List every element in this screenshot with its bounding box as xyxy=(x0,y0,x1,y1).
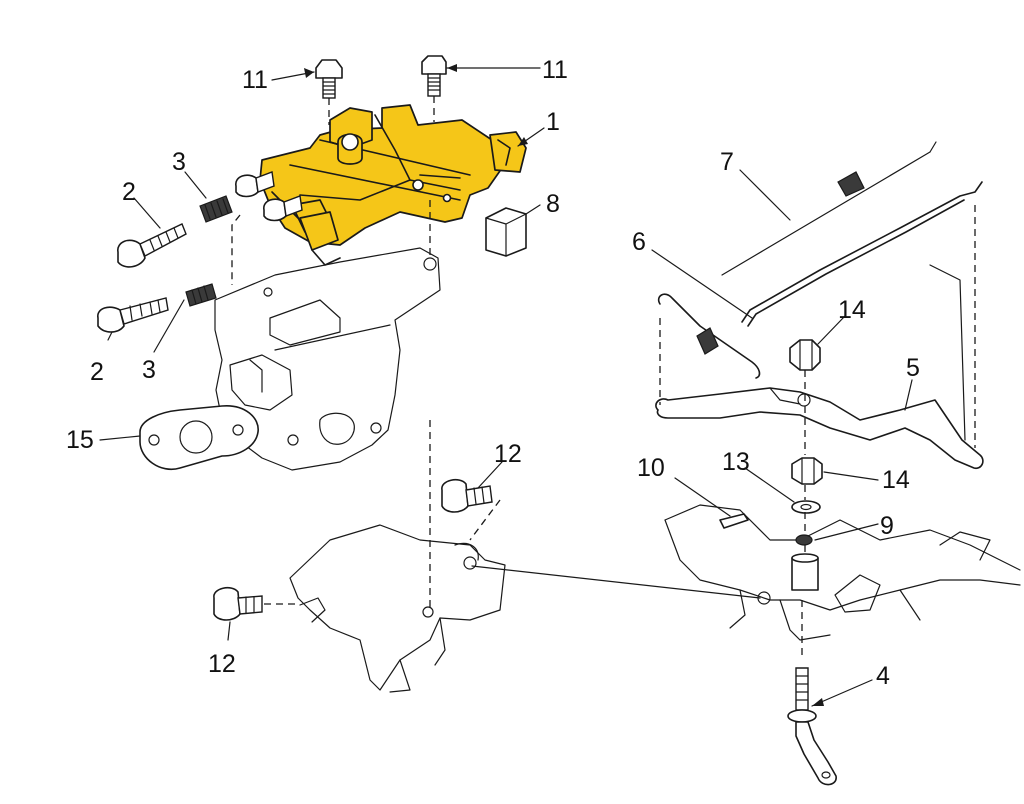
bolt-11-right xyxy=(421,55,447,97)
bolt-11-left xyxy=(315,59,343,99)
callout-12-lower: 12 xyxy=(208,650,236,678)
callout-5: 5 xyxy=(906,354,920,382)
block-8 xyxy=(485,207,527,257)
callout-6: 6 xyxy=(632,228,646,256)
callout-3-upper: 3 xyxy=(172,148,186,176)
nut-14-upper xyxy=(789,339,821,371)
bolt-12-lower xyxy=(213,586,263,621)
callout-15: 15 xyxy=(66,426,94,454)
callout-11-right: 11 xyxy=(542,56,568,84)
callout-7: 7 xyxy=(720,148,734,176)
screw-2-upper xyxy=(117,223,187,268)
governor-shaft xyxy=(791,553,819,591)
callout-13: 13 xyxy=(722,448,750,476)
callout-2-upper: 2 xyxy=(122,178,136,206)
screw-2-lower xyxy=(97,297,169,333)
callout-4: 4 xyxy=(876,662,890,690)
callout-11-left: 11 xyxy=(242,66,268,94)
control-plate-assembly-1 xyxy=(259,104,527,266)
governor-lever-5 xyxy=(655,387,984,470)
gasket-15 xyxy=(139,405,259,471)
callout-9: 9 xyxy=(880,512,894,540)
callout-10: 10 xyxy=(637,454,665,482)
carburetor-body-outline xyxy=(214,247,441,471)
engine-block-outline xyxy=(664,504,1021,641)
spring-3-upper xyxy=(199,195,233,223)
governor-rod-7 xyxy=(721,141,983,327)
pin-10 xyxy=(719,513,749,529)
callout-14-lower: 14 xyxy=(882,466,910,494)
nut-14-lower xyxy=(791,457,823,485)
callout-8: 8 xyxy=(546,190,560,218)
washer-13 xyxy=(791,500,821,514)
ring-9 xyxy=(795,534,813,546)
assembly-guide-lines xyxy=(231,96,976,660)
callout-3-lower: 3 xyxy=(142,356,156,384)
bolt-12-upper xyxy=(441,478,493,513)
callout-2-lower: 2 xyxy=(90,358,104,386)
callout-12-upper: 12 xyxy=(494,440,522,468)
engine-mount-bracket xyxy=(289,524,506,693)
governor-arm-4 xyxy=(787,667,837,786)
leader-lines xyxy=(99,64,913,707)
callout-1: 1 xyxy=(546,108,560,136)
adjust-screw-upper xyxy=(235,171,275,198)
callout-14-upper: 14 xyxy=(838,296,866,324)
spring-6 xyxy=(657,293,761,379)
callout-labels: 1 2 2 3 3 4 5 6 7 8 9 10 11 11 12 12 13 … xyxy=(66,56,920,690)
spring-3-lower xyxy=(185,283,217,307)
adjust-screw-lower xyxy=(263,195,303,222)
